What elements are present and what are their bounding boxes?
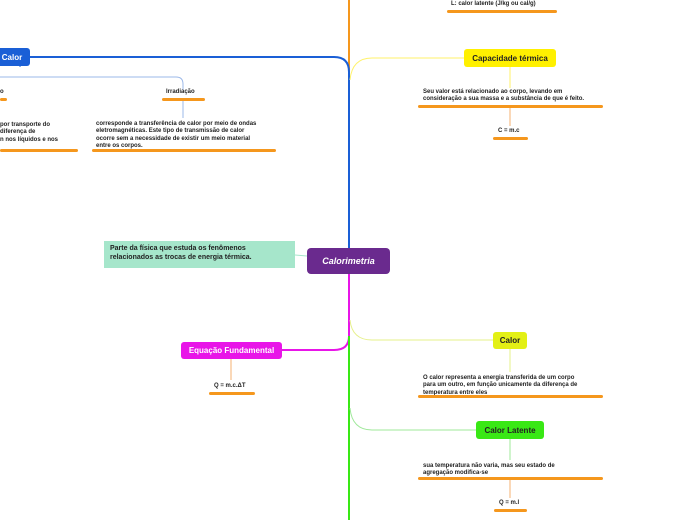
calor-text: O calor representa a energia transferida… — [423, 375, 577, 397]
irradiacao-line-1: corresponde a transferência de calor por… — [96, 121, 257, 127]
topic-calor-blue[interactable]: Calor — [0, 48, 30, 66]
cut-text-underline — [0, 149, 78, 152]
capacidade-formula: C = m.c — [498, 128, 520, 134]
cut-subtopic-text: por transporte do diferença de n nos líq… — [0, 122, 58, 144]
irradiacao-underline — [162, 98, 205, 101]
irradiacao-line-2: eletromagnéticas. Este tipo de transmiss… — [96, 128, 245, 135]
cut-subtopic-label: o — [0, 89, 4, 95]
capacidade-line-1: Seu valor está relacionado ao corpo, lev… — [423, 89, 563, 95]
description-note[interactable]: Parte da física que estuda os fenômenos … — [104, 241, 295, 268]
note-line-1: Parte da física que estuda os fenômenos — [110, 245, 246, 252]
topic-equacao-fundamental[interactable]: Equação Fundamental — [181, 342, 282, 359]
cut-text-line-1: por transporte do — [0, 122, 51, 128]
topic-calor-latente[interactable]: Calor Latente — [476, 421, 544, 439]
calor-line-1: O calor representa a energia transferida… — [423, 375, 575, 381]
latente-formula-underline — [494, 509, 527, 512]
cut-text-line-3: n nos líquidos e nos — [0, 136, 59, 143]
latent-heat-underline — [447, 10, 557, 13]
central-topic[interactable]: Calorimetria — [307, 248, 390, 274]
cut-text-line-2: diferença de — [0, 129, 36, 136]
capacidade-underline — [418, 105, 603, 108]
latente-formula: Q = m.l — [499, 500, 520, 506]
subtopic-irradiacao[interactable]: Irradiação — [166, 89, 195, 95]
equacao-formula: Q = m.c.ΔT — [214, 383, 246, 389]
latent-heat-legend: L: calor latente (J/kg ou cal/g) — [451, 1, 536, 7]
equacao-formula-underline — [209, 392, 255, 395]
latente-line-1: sua temperatura não varia, mas seu estad… — [423, 463, 555, 469]
topic-capacidade-termica[interactable]: Capacidade térmica — [464, 49, 556, 67]
capacidade-text: Seu valor está relacionado ao corpo, lev… — [423, 89, 584, 104]
capacidade-line-2: consideração a sua massa e a substância … — [423, 96, 585, 103]
capacidade-formula-underline — [493, 137, 528, 140]
irradiacao-line-4: entre os corpos. — [96, 143, 143, 150]
calor-underline — [418, 395, 603, 398]
latente-text: sua temperatura não varia, mas seu estad… — [423, 463, 555, 478]
topic-calor[interactable]: Calor — [493, 332, 527, 349]
irradiacao-text: corresponde a transferência de calor por… — [96, 121, 256, 151]
latente-line-2: agregação modifica-se — [423, 470, 489, 477]
latente-underline — [418, 477, 603, 480]
irradiacao-line-3: ocorre sem a necessidade de existir um m… — [96, 135, 251, 142]
calor-line-3: temperatura entre eles — [423, 389, 488, 396]
cut-subtopic-underline — [0, 98, 7, 101]
calor-line-2: para um outro, em função unicamente da d… — [423, 382, 578, 389]
note-line-2: relacionados as trocas de energia térmic… — [110, 253, 252, 261]
irradiacao-text-underline — [92, 149, 276, 152]
